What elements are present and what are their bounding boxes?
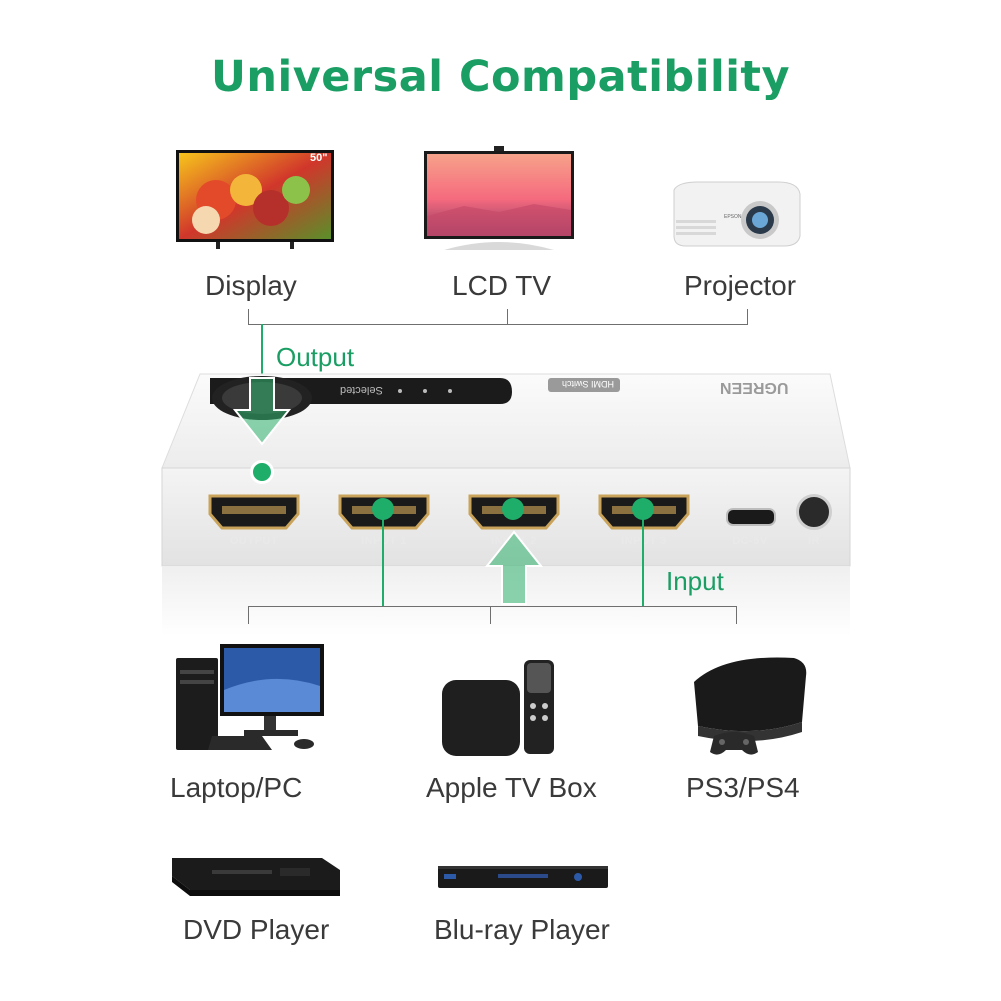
input-device-label-laptop: Laptop/PC	[170, 772, 303, 803]
input-2-dot	[502, 498, 524, 520]
display-icon	[176, 150, 334, 250]
input-connector-stub-apple-tv	[490, 606, 491, 624]
input-device-label-playstation: PS3/PS4	[686, 772, 800, 803]
port-label-dc-5v: DC-5V	[732, 535, 768, 547]
output-port-dot	[250, 460, 274, 484]
playstation-icon	[684, 652, 814, 762]
page-title: Universal Compatibility	[210, 52, 791, 102]
output-device-label-display: Display	[205, 270, 297, 301]
output-device-label-lcd-tv: LCD TV	[452, 270, 552, 301]
input-device-label-bluray: Blu-ray Player	[434, 914, 610, 945]
svg-text:EPSON: EPSON	[724, 214, 742, 220]
input-1-dot	[372, 498, 394, 520]
input-connector-bar	[248, 606, 737, 607]
output-device-label-projector: Projector	[684, 270, 797, 301]
input-3-dot	[632, 498, 654, 520]
output-connector-down	[261, 324, 263, 384]
output-arrow-icon	[232, 376, 292, 451]
display-size-badge: 50"	[310, 152, 328, 164]
output-connector-stub-projector	[747, 309, 748, 325]
input-connector-stub-playstation	[736, 606, 737, 624]
output-connector-stub-display	[248, 309, 249, 325]
input-device-label-dvd: DVD Player	[183, 914, 330, 945]
port-label-input-3: INPUT 3	[621, 535, 667, 547]
selected-text: Selected	[340, 384, 383, 396]
port-label-ir: IR	[808, 535, 820, 547]
port-label-input-1: INPUT 1	[361, 535, 407, 547]
input-1-line	[382, 518, 384, 606]
output-connector-stub-lcd-tv	[507, 309, 508, 325]
switch-model-badge: HDMI Switch	[562, 379, 615, 389]
input-label: Input	[666, 566, 724, 596]
laptop-pc-icon	[172, 640, 332, 752]
apple-tv-icon	[442, 658, 560, 758]
ir-port[interactable]	[796, 494, 832, 530]
lcd-tv-icon	[424, 146, 574, 256]
input-arrow-icon	[484, 530, 544, 611]
input-device-label-apple-tv: Apple TV Box	[426, 772, 597, 803]
switch-brand: UGREEN	[720, 379, 789, 396]
bluray-player-icon	[438, 862, 608, 892]
output-connector-bar	[248, 324, 748, 325]
input-3-line	[642, 518, 644, 606]
hdmi-port-output[interactable]	[208, 494, 300, 535]
projector-icon: EPSON	[668, 180, 804, 252]
dc-5v-port[interactable]	[726, 508, 776, 526]
dvd-player-icon	[172, 852, 340, 902]
input-connector-stub-laptop	[248, 606, 249, 624]
output-label: Output	[276, 342, 355, 372]
port-label-output: OUTPUT	[229, 535, 279, 547]
